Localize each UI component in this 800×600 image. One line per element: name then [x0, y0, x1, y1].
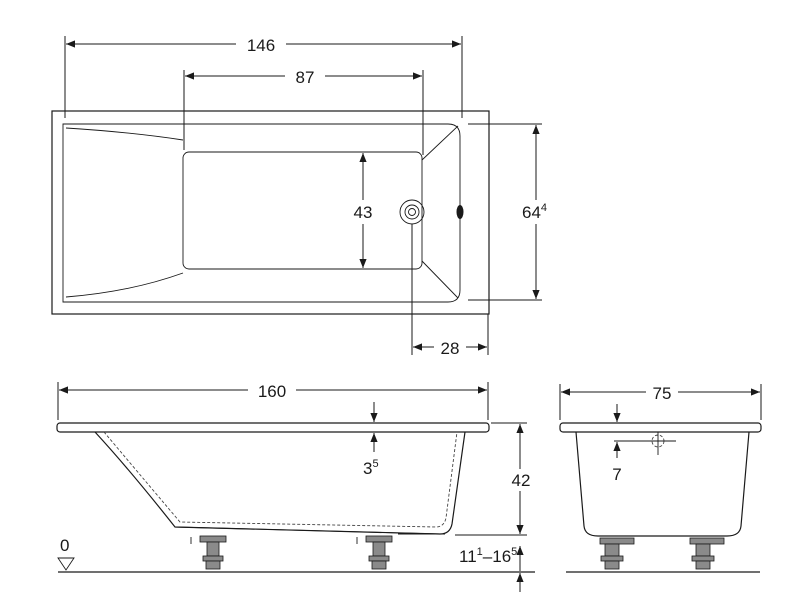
tub-body-side: [94, 431, 466, 535]
dim-drain-offset: 28: [441, 339, 460, 358]
dim-end-width: 75: [653, 384, 672, 403]
support-foot-end-right: [689, 537, 725, 570]
dim-overall-length: 146: [247, 36, 275, 55]
support-foot-end-left: [599, 537, 635, 570]
drain-icon: [399, 199, 425, 225]
dim-height: 42: [512, 471, 531, 490]
tub-rim-side: [56, 422, 490, 433]
end-view: 75 7: [559, 382, 762, 573]
dim-overall-width: 644: [522, 202, 547, 222]
tub-outline-top: [51, 110, 490, 315]
tub-basin-outline: [62, 123, 461, 303]
support-foot-right: [356, 535, 393, 570]
tub-rim-end: [559, 422, 762, 433]
support-foot-left: [190, 535, 227, 570]
tub-body-end: [575, 431, 750, 537]
tub-bottom-area: [182, 151, 423, 270]
side-view: 160 35 42 111–165 0: [56, 380, 535, 592]
overflow-crosshair-icon: [643, 432, 676, 455]
dim-inner-width: 43: [354, 203, 373, 222]
floor-level-label: 0: [60, 536, 69, 555]
overflow-icon: [456, 205, 464, 219]
dim-side-length: 160: [258, 382, 286, 401]
floor-level-marker-icon: [57, 557, 75, 571]
dim-rim-thickness: 35: [363, 458, 379, 478]
dim-inner-length: 87: [296, 68, 315, 87]
dim-overflow-offset: 7: [612, 465, 621, 484]
top-view: 146 87 43 644 28: [51, 34, 558, 358]
dim-foot-range: 111–165: [459, 546, 517, 566]
